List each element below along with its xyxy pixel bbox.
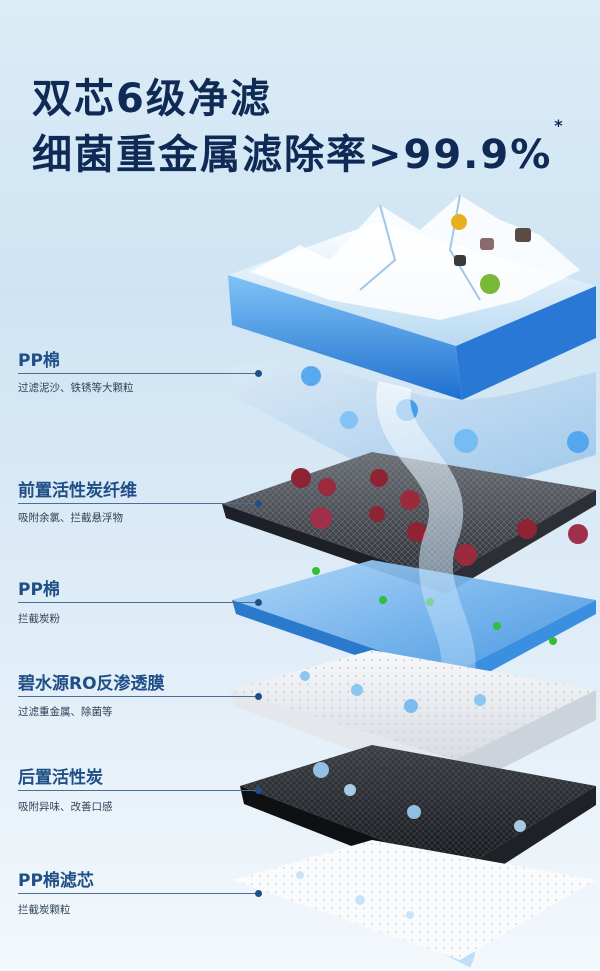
layer-5-leader-line [18, 790, 258, 791]
bacteria-icon [480, 274, 500, 294]
layer-2-description: 吸附余氯、拦截悬浮物 [18, 512, 123, 524]
layer-1-title: PP棉 [18, 351, 60, 371]
layer-5-leader-dot [255, 787, 262, 794]
layer-1-leader-dot [255, 370, 262, 377]
sand-particle-icon [454, 255, 466, 266]
layer-pp-filter-bottom-sheet [232, 840, 596, 960]
layer-1-leader-line [18, 373, 258, 374]
layer-5-title: 后置活性炭 [18, 768, 103, 788]
layer-4-description: 过滤重金属、除菌等 [18, 706, 113, 718]
sediment-particle-icon [515, 228, 531, 242]
headline-line-2: 细菌重金属滤除率>99.9%* [32, 116, 565, 180]
layer-ro-membrane-sheet [230, 650, 596, 790]
rust-particle-icon [480, 238, 494, 250]
headline-line-1: 双芯6级净滤 [32, 76, 272, 122]
pollen-particle-icon [451, 214, 467, 230]
layer-3-description: 拦截炭粉 [18, 613, 60, 625]
layer-6-description: 拦截炭颗粒 [18, 904, 71, 916]
layer-2-title: 前置活性炭纤维 [18, 481, 137, 501]
headline-line-2-text: 细菌重金属滤除率>99.9% [32, 132, 553, 178]
layer-2-leader-dot [255, 500, 262, 507]
layer-4-leader-dot [255, 693, 262, 700]
layer-5-description: 吸附异味、改善口感 [18, 801, 113, 813]
footnote-mark: * [554, 116, 565, 135]
layer-6-leader-dot [255, 890, 262, 897]
layer-6-title: PP棉滤芯 [18, 871, 94, 891]
layer-3-leader-dot [255, 599, 262, 606]
layer-3-leader-line [18, 602, 258, 603]
layer-3-title: PP棉 [18, 580, 60, 600]
layer-4-title: 碧水源RO反渗透膜 [18, 674, 165, 694]
layer-2-leader-line [18, 503, 258, 504]
ice-mountain-block [228, 194, 596, 400]
layer-6-leader-line [18, 893, 258, 894]
layer-pp-cotton-blue-sheet [232, 560, 596, 690]
layer-1-description: 过滤泥沙、铁锈等大颗粒 [18, 382, 134, 394]
layer-4-leader-line [18, 696, 258, 697]
